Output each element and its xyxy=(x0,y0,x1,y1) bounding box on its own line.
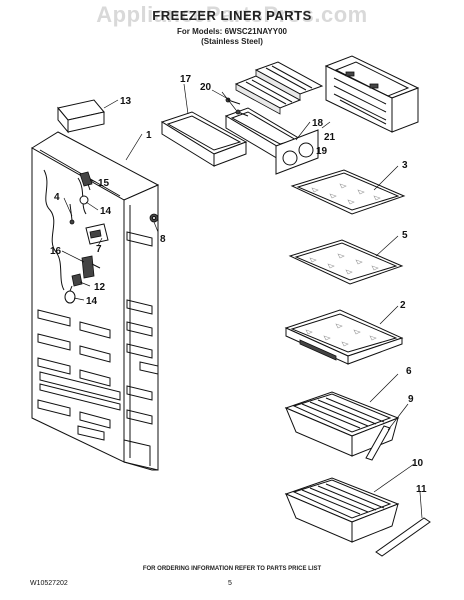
callout-16: 16 xyxy=(50,246,62,257)
part-14-bulb-lower xyxy=(64,285,76,304)
callout-7: 7 xyxy=(96,244,102,255)
callout-17: 17 xyxy=(180,74,192,85)
right-wall-ledges xyxy=(126,231,159,425)
callout-20: 20 xyxy=(200,82,212,93)
callout-13: 13 xyxy=(120,96,132,107)
variant-line: (Stainless Steel) xyxy=(201,37,263,46)
part-4-wire xyxy=(69,203,75,225)
document-number: W10527202 xyxy=(30,580,68,587)
part-3-glass-shelf xyxy=(290,169,406,215)
part-10-wire-basket xyxy=(284,477,400,543)
freezer-liner xyxy=(31,131,160,471)
part-7-housing xyxy=(85,223,109,245)
part-16-clip xyxy=(81,255,101,279)
callout-9: 9 xyxy=(408,394,414,405)
ice-trays xyxy=(234,61,324,115)
part-18-bin-frame xyxy=(224,107,304,161)
part-15-socket xyxy=(79,171,93,191)
callout-15: 15 xyxy=(98,178,110,189)
callout-5: 5 xyxy=(402,230,408,241)
part-9-rail xyxy=(365,425,391,461)
left-wall-ledges xyxy=(37,309,121,441)
part-6-wire-basket xyxy=(284,391,400,457)
callout-6: 6 xyxy=(406,366,412,377)
watermark-text: AppliancePartsPros.com xyxy=(96,2,368,27)
part-8-plug xyxy=(149,213,159,223)
part-5-glass-shelf xyxy=(288,239,404,285)
part-12-socket xyxy=(71,273,83,287)
callout-numbers: 1 2 3 4 5 6 7 8 9 10 11 12 13 14 14 15 1… xyxy=(50,74,427,495)
callout-8: 8 xyxy=(160,234,166,245)
models-line: For Models: 6WSC21NAYY00 xyxy=(177,27,287,36)
part-13-cover xyxy=(57,99,105,134)
part-11-rail xyxy=(375,517,431,557)
callout-12: 12 xyxy=(94,282,106,293)
callout-14-upper: 14 xyxy=(100,206,112,217)
ordering-note: FOR ORDERING INFORMATION REFER TO PARTS … xyxy=(142,566,322,572)
part-19-end-cap xyxy=(275,129,319,175)
part-21-ice-maker xyxy=(324,55,420,133)
callout-19: 19 xyxy=(316,146,328,157)
part-17-ice-bin xyxy=(160,111,248,167)
part-2-framed-shelf xyxy=(284,309,404,365)
callout-11: 11 xyxy=(416,484,427,495)
callout-10: 10 xyxy=(412,458,424,469)
callout-18: 18 xyxy=(312,118,324,129)
callout-2: 2 xyxy=(400,300,406,311)
callout-4: 4 xyxy=(54,192,60,203)
callout-3: 3 xyxy=(402,160,408,171)
callout-1: 1 xyxy=(146,130,152,141)
page-number: 5 xyxy=(228,580,232,587)
leader-lines xyxy=(61,83,423,519)
callout-21: 21 xyxy=(324,132,336,143)
callout-14-lower: 14 xyxy=(86,296,98,307)
diagram-title: FREEZER LINER PARTS xyxy=(152,8,312,23)
